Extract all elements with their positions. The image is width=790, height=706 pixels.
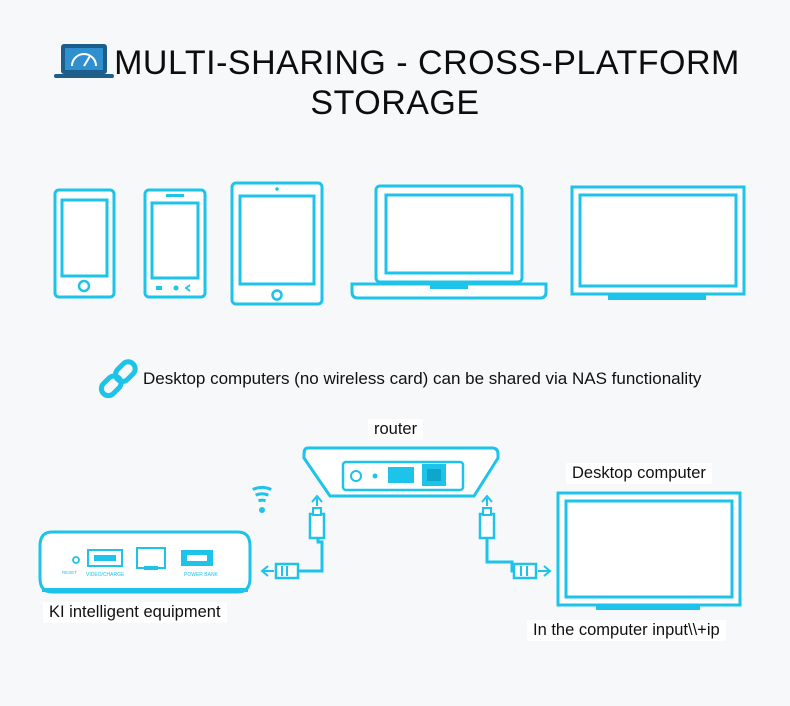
- smartphone-icon: [53, 188, 116, 299]
- ethernet-cable-right: [478, 494, 552, 580]
- ki-equipment-icon: RESET VIDEO/CHARGE POWER BANK: [38, 530, 252, 594]
- router-icon: [302, 446, 500, 498]
- page-title-line1: MULTI-SHARING - CROSS-PLATFORM: [114, 44, 740, 82]
- computer-input-label: In the computer input\\+ip: [527, 620, 726, 641]
- page-title-line2: STORAGE: [310, 84, 480, 122]
- link-chain-icon: [98, 359, 138, 399]
- video-charge-port-label: VIDEO/CHARGE: [86, 572, 125, 578]
- monitor-icon: [570, 185, 746, 300]
- android-phone-icon: [143, 188, 207, 299]
- tablet-icon: [230, 181, 324, 306]
- nas-note: Desktop computers (no wireless card) can…: [143, 369, 702, 388]
- reset-port-label: RESET: [62, 570, 77, 575]
- desktop-monitor-icon: [556, 491, 742, 610]
- desktop-computer-label: Desktop computer: [566, 463, 712, 484]
- power-bank-port-label: POWER BANK: [184, 572, 219, 578]
- laptop-speed-icon: [54, 44, 114, 78]
- router-label: router: [368, 419, 424, 440]
- ki-equipment-label: KI intelligent equipment: [43, 602, 227, 623]
- wifi-icon: [252, 486, 272, 513]
- laptop-icon: [350, 184, 548, 300]
- ethernet-cable-left: [260, 494, 326, 580]
